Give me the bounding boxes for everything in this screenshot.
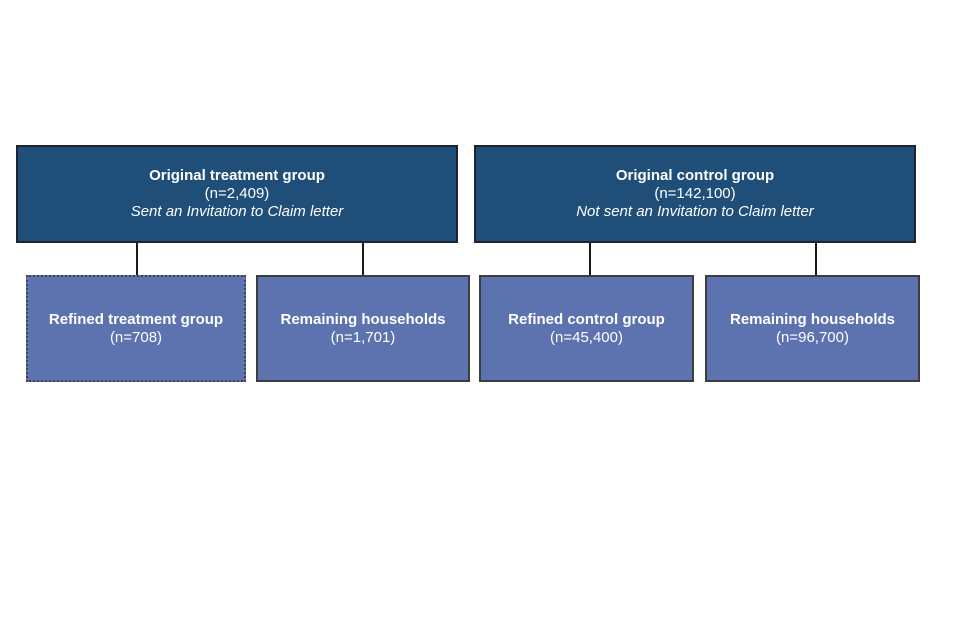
original-control-group-box: Original control group (n=142,100) Not s… [474,145,916,243]
box-count: (n=708) [109,328,163,346]
original-treatment-group-box: Original treatment group (n=2,409) Sent … [16,145,458,243]
box-title: Refined control group [508,310,665,328]
box-title: Refined treatment group [48,310,224,328]
box-count: (n=1,701) [330,328,396,346]
arrow-shaft [136,243,138,280]
arrow-shaft [815,243,817,280]
arrow-shaft [589,243,591,280]
refined-control-group-box: Refined control group (n=45,400) [479,275,694,382]
box-count: (n=45,400) [550,328,623,346]
remaining-households-treatment-box: Remaining households (n=1,701) [256,275,470,382]
box-count: (n=96,700) [776,328,849,346]
box-count: (n=2,409) [204,185,270,202]
remaining-households-control-box: Remaining households (n=96,700) [705,275,920,382]
box-note: Not sent an Invitation to Claim letter [576,203,814,220]
refined-treatment-group-box: Refined treatment group (n=708) [26,275,246,382]
box-note: Sent an Invitation to Claim letter [130,203,344,220]
box-count: (n=142,100) [654,185,736,202]
box-title: Remaining households [729,310,895,328]
box-title: Original treatment group [149,167,325,184]
box-title: Original control group [615,167,775,184]
box-title: Remaining households [280,310,446,328]
arrow-shaft [362,243,364,280]
